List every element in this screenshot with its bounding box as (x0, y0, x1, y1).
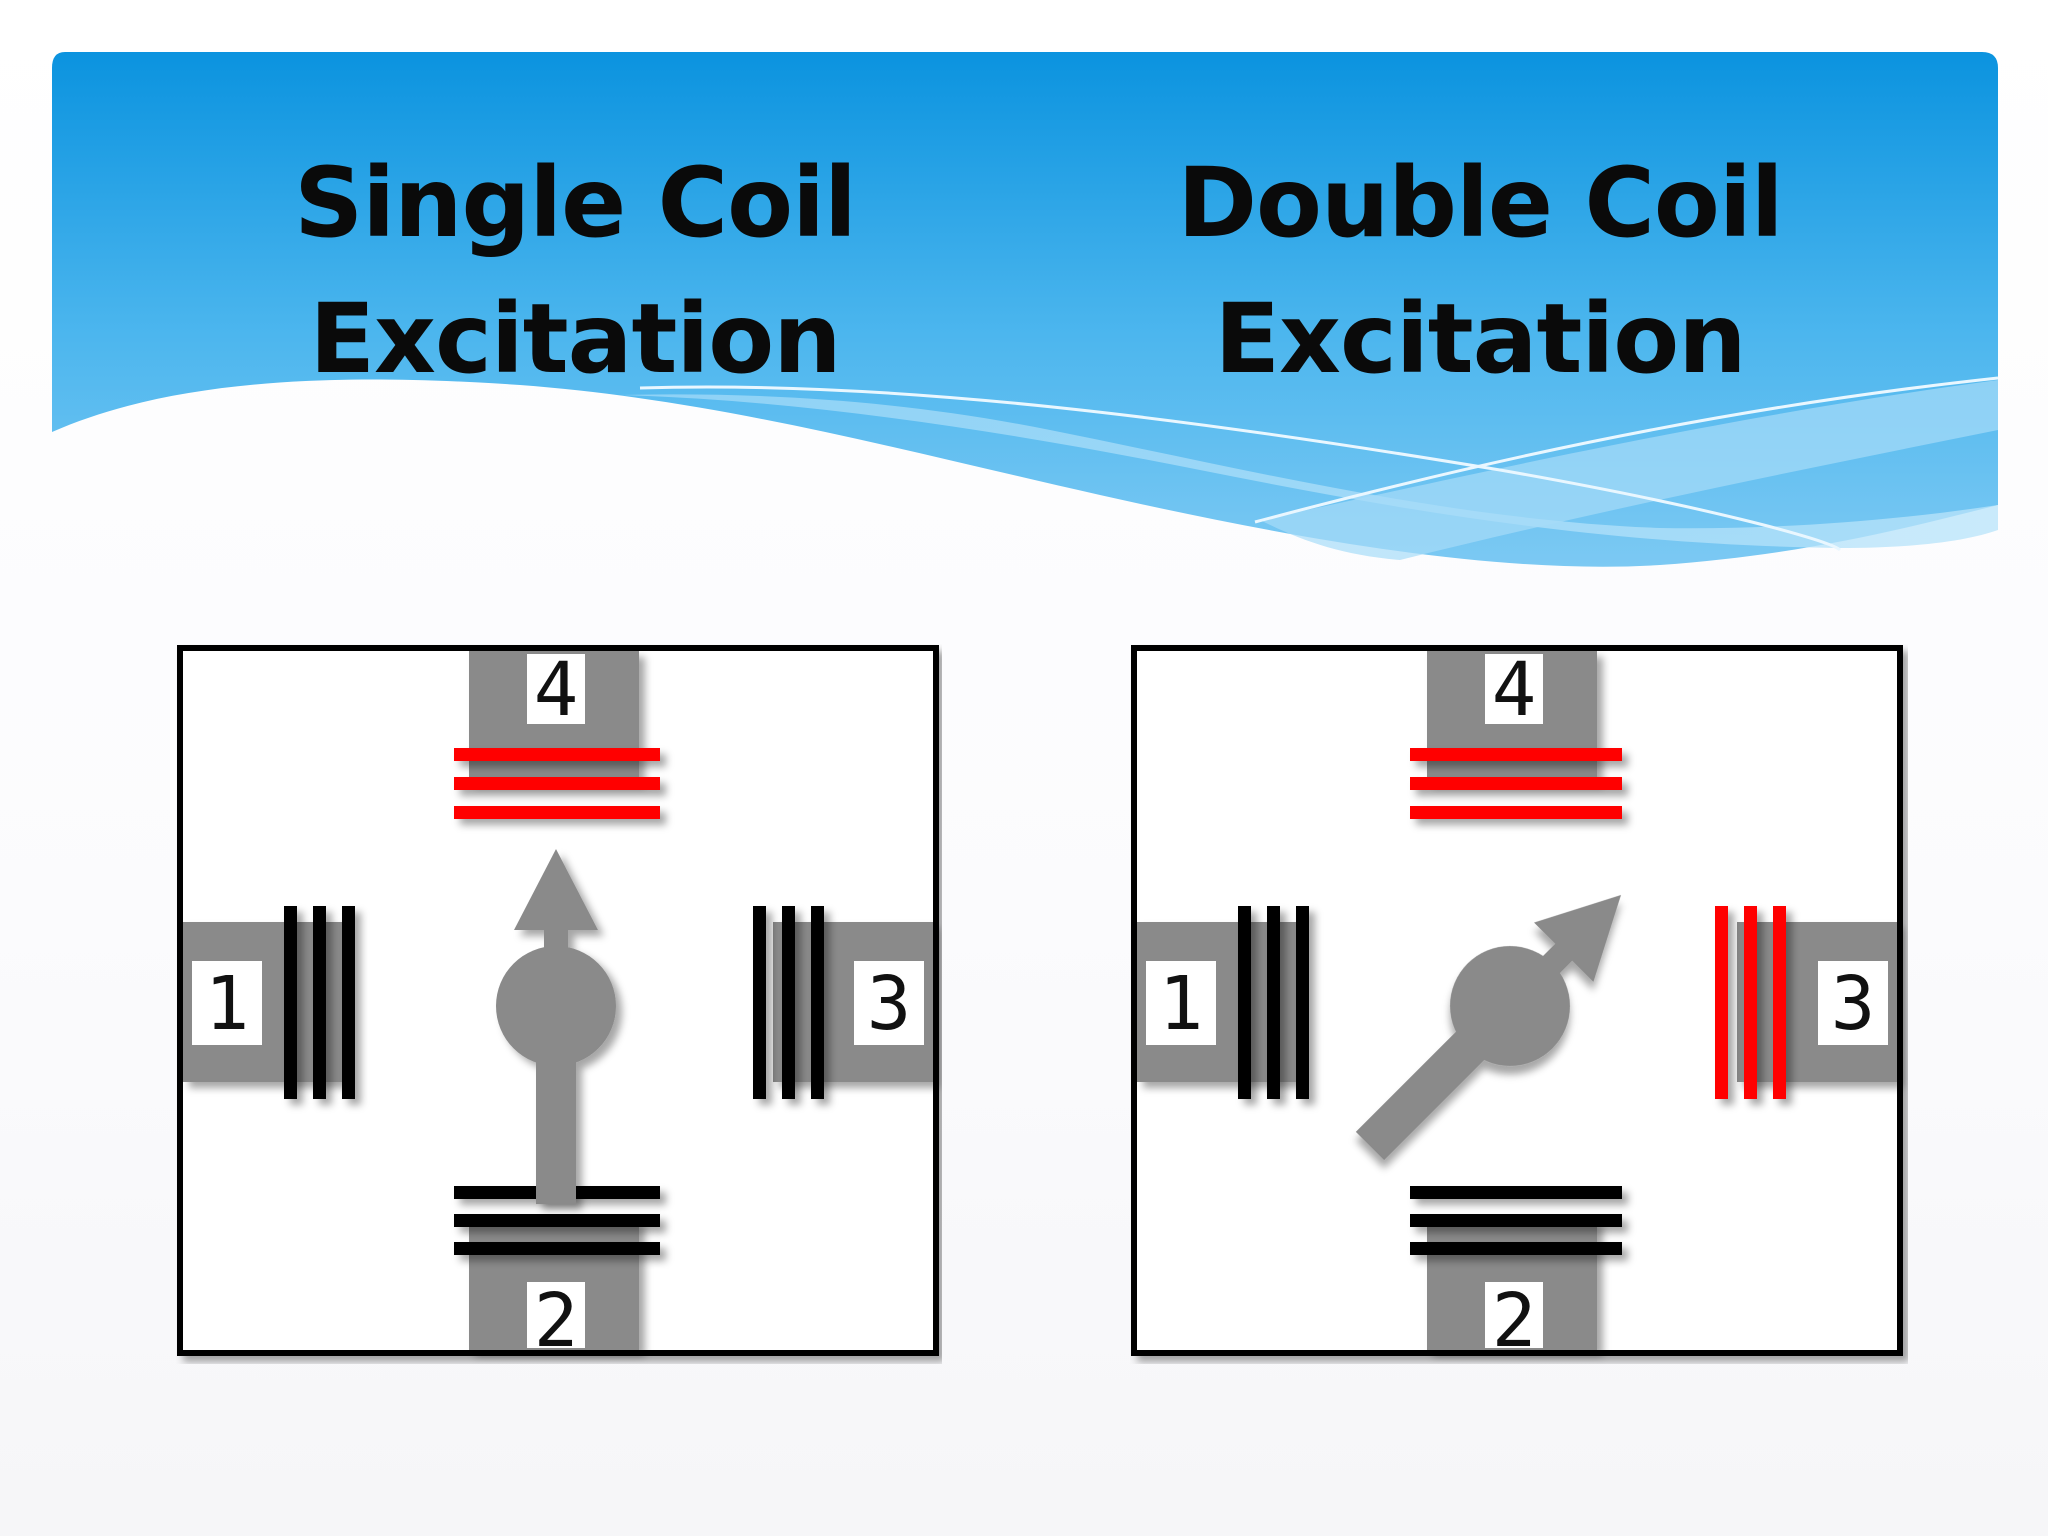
coil-label-boxes (192, 654, 924, 1348)
double-coil-title-line1: Double Coil (1177, 147, 1783, 259)
coil-label-boxes (1146, 654, 1888, 1348)
coil-label-top: 4 (534, 647, 579, 733)
coil-label-top: 4 (1492, 647, 1537, 733)
single-coil-diagram: 4 2 1 3 (177, 645, 939, 1364)
coil-winding-icon (454, 748, 660, 819)
coil-label-right: 3 (867, 961, 912, 1047)
single-coil-title-line1: Single Coil (294, 147, 857, 259)
coil-label-bottom: 2 (534, 1278, 579, 1364)
coil-label-left: 1 (1159, 961, 1204, 1047)
coil-label-bottom: 2 (1492, 1278, 1537, 1364)
double-coil-title-line2: Excitation (1214, 283, 1746, 395)
coil-winding-icon (753, 906, 824, 1099)
single-coil-title-line2: Excitation (309, 283, 841, 395)
coil-winding-icon (1410, 1186, 1622, 1255)
coil-label-right: 3 (1831, 961, 1876, 1047)
header-wave-background (52, 52, 1999, 567)
double-coil-title: Double Coil Excitation (1155, 135, 1805, 407)
rotor-arrow-icon (496, 849, 616, 1204)
coil-winding-icon (1410, 748, 1622, 819)
double-coil-diagram: 4 2 1 3 (1131, 645, 1903, 1364)
coil-winding-icon (1238, 906, 1309, 1099)
rotor-arrow-icon (1355, 894, 1622, 1161)
coil-winding-icon (284, 906, 355, 1099)
single-coil-title: Single Coil Excitation (250, 135, 900, 407)
coil-label-left: 1 (205, 961, 250, 1047)
coil-winding-icon (1715, 906, 1786, 1099)
